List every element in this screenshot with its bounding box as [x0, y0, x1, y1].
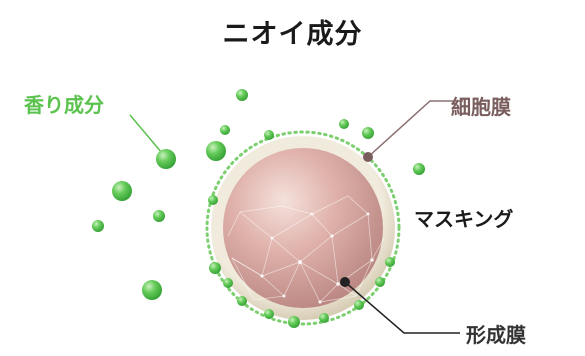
cell-sphere-icon	[223, 148, 383, 308]
aroma-particle-icon	[413, 163, 425, 175]
aroma-particle-icon	[153, 210, 165, 222]
aroma-particle-icon	[237, 296, 247, 306]
page-title: ニオイ成分	[222, 19, 363, 50]
label-masking: マスキング	[414, 207, 514, 231]
label-aroma-component: 香り成分	[24, 93, 104, 117]
aroma-callout	[129, 114, 163, 154]
aroma-particle-icon	[142, 280, 162, 300]
aroma-particle-icon	[375, 277, 385, 287]
aroma-particle-icon	[385, 257, 395, 267]
label-formed-membrane: 形成膜	[466, 323, 526, 347]
aroma-particle-icon	[220, 125, 230, 135]
aroma-particle-icon	[264, 130, 274, 140]
cell-membrane-callout	[367, 100, 463, 158]
aroma-particle-icon	[362, 127, 374, 139]
aroma-particle-icon	[92, 220, 104, 232]
aroma-particle-icon	[156, 149, 176, 169]
label-cell-membrane: 細胞膜	[451, 95, 511, 119]
aroma-particle-icon	[112, 181, 132, 201]
dotted-membrane-icon	[205, 130, 401, 326]
aroma-particle-icon	[319, 313, 329, 323]
cell-membrane-marker	[363, 152, 373, 162]
aroma-particles	[92, 89, 425, 328]
aroma-particle-icon	[354, 300, 364, 310]
aroma-particle-icon	[288, 316, 300, 328]
aroma-particle-icon	[209, 262, 221, 274]
formed-membrane-marker	[340, 277, 350, 287]
aroma-particle-icon	[236, 89, 248, 101]
aroma-particle-icon	[264, 309, 274, 319]
aroma-particle-icon	[223, 278, 233, 288]
aroma-particle-icon	[206, 141, 226, 161]
aroma-particle-icon	[339, 119, 349, 129]
aroma-particle-icon	[208, 195, 218, 205]
formed-membrane-callout	[344, 281, 460, 334]
